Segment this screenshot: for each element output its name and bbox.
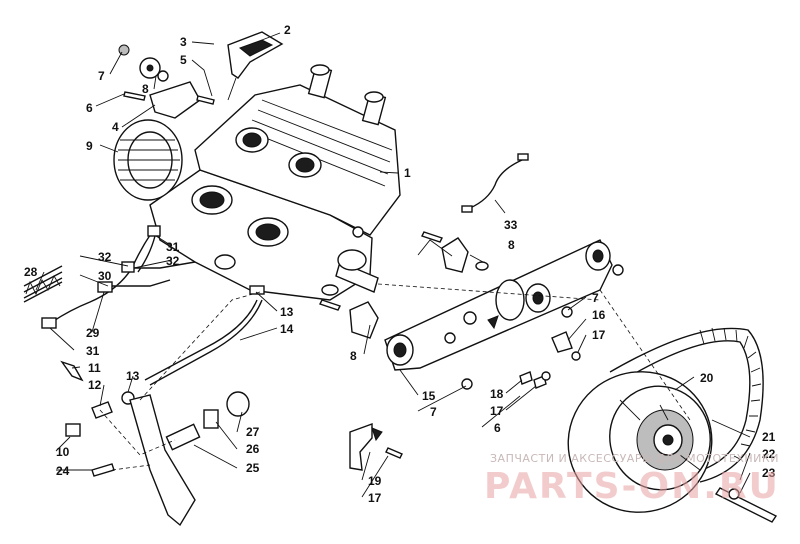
callout-3: 3 — [180, 35, 187, 49]
callout-31: 31 — [86, 344, 100, 358]
isolator-8a — [441, 237, 469, 273]
callout-14: 14 — [280, 322, 294, 336]
callout-8: 8 — [350, 349, 357, 363]
nut-7b — [561, 306, 573, 318]
isolator-8b — [349, 301, 379, 339]
callout-23: 23 — [762, 466, 776, 480]
callout-11: 11 — [88, 361, 101, 375]
callout-12: 12 — [88, 378, 102, 392]
bracket-19 — [349, 423, 373, 471]
callout-32: 32 — [166, 254, 180, 268]
callout-7: 7 — [98, 69, 105, 83]
callout-4: 4 — [112, 120, 119, 134]
callout-7: 7 — [592, 291, 599, 305]
leader-lines — [35, 32, 751, 498]
callout-15: 15 — [422, 389, 436, 403]
recoil-starter — [113, 119, 183, 201]
callout-31: 31 — [166, 240, 180, 254]
bolt-18 — [519, 371, 533, 385]
callout-13: 13 — [126, 369, 140, 383]
callout-17: 17 — [490, 404, 504, 418]
callout-5: 5 — [180, 53, 187, 67]
bolt-6 — [123, 91, 146, 101]
callout-16: 16 — [592, 308, 606, 322]
spacer-25 — [165, 423, 201, 451]
callout-13: 13 — [280, 305, 294, 319]
hose-assembly — [41, 225, 196, 329]
callout-labels: 1 2 3 4 5 6 6 7 7 7 8 8 8 9 10 11 12 13 … — [24, 23, 776, 505]
callout-18: 18 — [490, 387, 504, 401]
watermark-subtitle: ЗАПЧАСТИ И АКСЕССУАРЫ ДЛЯ МОТОТЕХНИКИ — [490, 452, 779, 465]
callout-26: 26 — [246, 442, 260, 456]
callout-30: 30 — [98, 269, 112, 283]
callout-25: 25 — [246, 461, 260, 475]
callout-19: 19 — [368, 474, 382, 488]
bolt-upper — [421, 231, 443, 243]
callout-17: 17 — [592, 328, 606, 342]
callout-27: 27 — [246, 425, 260, 439]
bolt-17c — [385, 447, 403, 459]
callout-20: 20 — [700, 371, 714, 385]
bolt-24 — [91, 463, 115, 477]
callout-9: 9 — [86, 139, 93, 153]
starter-bracket — [149, 81, 201, 119]
spring — [23, 265, 63, 303]
engine-mount-plate — [384, 239, 613, 371]
callout-6: 6 — [494, 421, 501, 435]
callout-2: 2 — [284, 23, 291, 37]
mount-plate — [129, 394, 196, 527]
fitting-12 — [91, 401, 113, 419]
callout-24: 24 — [56, 464, 70, 478]
top-nut — [118, 44, 130, 56]
callout-22: 22 — [762, 447, 776, 461]
callout-29: 29 — [86, 326, 100, 340]
bracket-16 — [551, 331, 573, 353]
engine-block — [149, 64, 401, 301]
callout-8: 8 — [508, 238, 515, 252]
nut-7a — [612, 264, 624, 276]
starter-handle — [227, 31, 284, 101]
callout-6: 6 — [86, 101, 93, 115]
callout-7: 7 — [430, 405, 437, 419]
callout-33: 33 — [504, 218, 518, 232]
clamp-11 — [60, 360, 84, 382]
ground-cable — [469, 159, 523, 209]
spacer-26 — [203, 409, 219, 429]
watermark-logo: PARTS-ON.RU — [484, 466, 780, 507]
watermark: ЗАПЧАСТИ И АКСЕССУАРЫ ДЛЯ МОТОТЕХНИКИ PA… — [484, 452, 780, 507]
callout-8: 8 — [142, 82, 149, 96]
drive-clutch — [567, 371, 713, 513]
callout-17: 17 — [368, 491, 382, 505]
callout-32: 32 — [98, 250, 112, 264]
callout-1: 1 — [404, 166, 411, 180]
callout-21: 21 — [762, 430, 776, 444]
plug-10 — [65, 423, 81, 437]
callout-28: 28 — [24, 265, 38, 279]
cap-27 — [226, 391, 250, 417]
callout-10: 10 — [56, 445, 70, 459]
bolt-5 — [196, 95, 215, 105]
bolt-left — [319, 299, 341, 311]
alignment-lines — [99, 283, 691, 471]
